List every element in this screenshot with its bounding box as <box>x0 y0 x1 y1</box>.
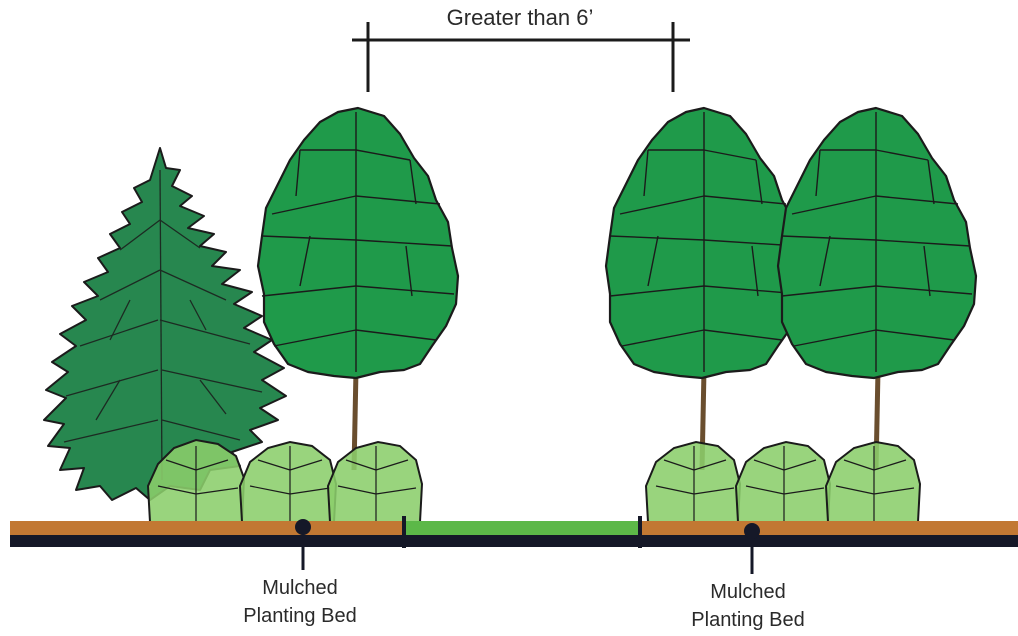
dimension-label: Greater than 6’ <box>370 4 670 32</box>
planting-bed-label-line1: Mulched <box>648 578 848 606</box>
shrub <box>328 442 422 522</box>
planting-bed-label-line1: Mulched <box>200 574 400 602</box>
conifer-crown <box>44 148 286 500</box>
deciduous-tree-right <box>778 108 976 470</box>
mulch-bed-right <box>640 521 1018 535</box>
shrub-row-left <box>148 440 422 522</box>
planting-bed-label-left: Mulched Planting Bed <box>200 574 400 630</box>
shrub <box>240 442 336 522</box>
tree-crown <box>778 108 976 378</box>
mulch-bed-left <box>10 521 404 535</box>
shrub <box>736 442 830 522</box>
dimension-indicator <box>352 22 690 92</box>
lawn-strip <box>404 521 640 535</box>
conifer-tree <box>44 148 286 500</box>
shrub <box>646 442 740 522</box>
callout-right <box>744 523 760 574</box>
planting-bed-label-right: Mulched Planting Bed <box>648 578 848 634</box>
tree-crown <box>606 108 804 378</box>
ground-base-line <box>10 533 1018 547</box>
planting-bed-label-line2: Planting Bed <box>648 606 848 634</box>
deciduous-tree-middle <box>606 108 804 470</box>
deciduous-tree-left <box>258 108 458 470</box>
shrub-row-right <box>646 442 920 522</box>
shrub <box>826 442 920 522</box>
planting-bed-label-line2: Planting Bed <box>200 602 400 630</box>
tree-crown <box>258 108 458 378</box>
